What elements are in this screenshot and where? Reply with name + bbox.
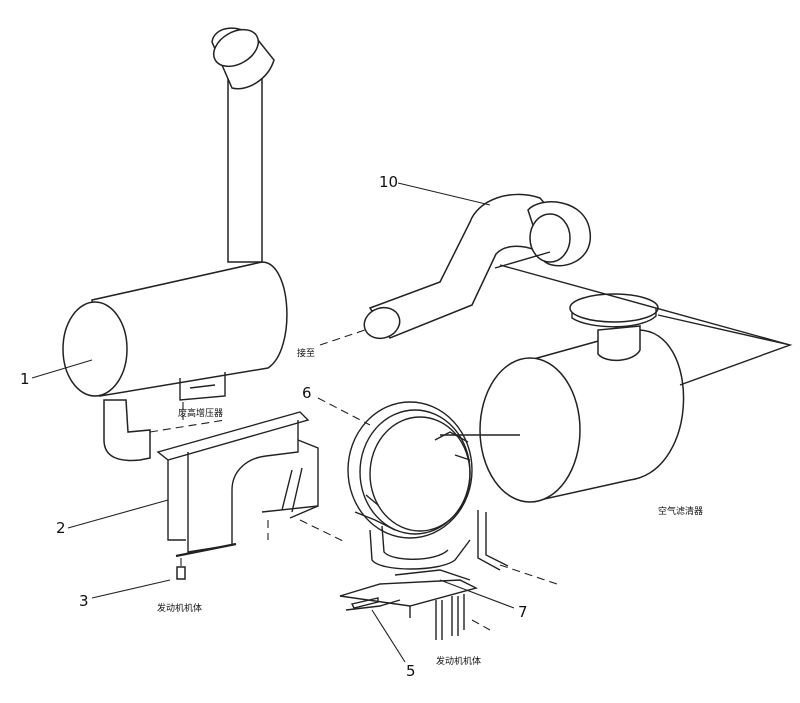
air-filter-neck [597,325,641,362]
mounting-plate [339,579,478,607]
intake-pipe-inlet [363,306,401,340]
bracket-top-flange [156,411,310,461]
leader-1 [31,359,93,379]
muffler-assembly [62,27,288,462]
bracket-web [187,420,299,553]
intake-elbow-opening [529,213,571,263]
leader-2 [67,499,169,529]
muffler-elbow [103,399,151,462]
caption-connect: 接至 [297,347,315,359]
callout-3: 3 [79,592,89,610]
stud-b [451,596,459,636]
callout-6: 6 [302,384,312,402]
callout-1: 1 [20,370,30,388]
leader-6 [317,397,371,426]
callout-10: 10 [379,173,398,191]
caption-air-filter: 空气滤清器 [658,505,703,517]
lower-clamp [369,529,471,570]
air-filter-assembly [440,264,793,503]
air-filter-end [479,357,581,503]
exhaust-outlet [212,28,260,68]
leader-3 [91,579,171,599]
bolt [176,566,186,580]
exhaust-stack [227,71,263,263]
caption-turbo: 废高增压器 [178,407,223,419]
muffler-body [91,261,288,397]
clamp-ring-outer [347,401,473,539]
stud-a [435,600,443,640]
leader-5 [371,609,406,663]
leader-7 [439,579,515,609]
air-filter-cap [569,293,659,323]
bracket-foot [175,542,237,558]
muffler-bracket [179,372,226,401]
caption-engine-block-right: 发动机机体 [436,655,481,667]
callout-7: 7 [518,603,528,621]
clamp-ring [347,401,473,539]
intake-pipe-assembly [319,193,591,346]
lower-support [339,510,561,640]
callout-2: 2 [56,519,66,537]
muffler-end-cap [62,301,128,397]
callout-5: 5 [406,662,416,680]
caption-engine-block-left: 发动机机体 [157,602,202,614]
support-bracket [149,411,346,580]
leader-10 [397,182,491,206]
